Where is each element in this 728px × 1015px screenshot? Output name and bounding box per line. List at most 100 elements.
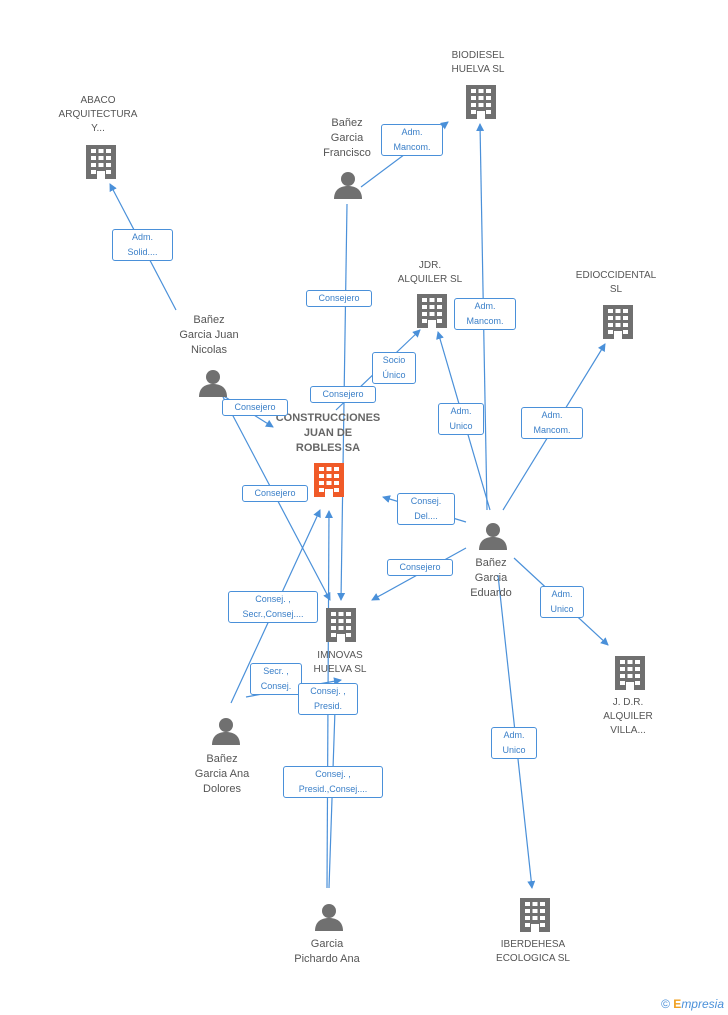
label-line: Eduardo: [470, 587, 512, 599]
edge-label-line: Mancom.: [466, 316, 504, 326]
label-line: HUELVA SL: [451, 64, 505, 75]
label-line: ALQUILER: [603, 711, 653, 722]
label-line: Y...: [91, 123, 105, 134]
building-icon[interactable]: [326, 608, 356, 647]
label-line: Garcia: [310, 938, 344, 950]
label-line: JUAN DE: [303, 427, 353, 439]
edge-label-line: Presid.: [313, 701, 342, 711]
edge-label-line: Presid.,Consej....: [298, 784, 368, 794]
edge-label-line: Consejero: [234, 402, 276, 412]
node-biodiesel-label[interactable]: BIODIESEL HUELVA SL: [428, 49, 528, 77]
label-line: ARQUITECTURA: [58, 109, 138, 120]
node-jdrvilla-label[interactable]: J. D.R. ALQUILER VILLA...: [578, 696, 678, 738]
building-icon[interactable]: [466, 85, 496, 124]
edge-label-line: Mancom.: [533, 425, 571, 435]
label-line: Bañez: [206, 753, 238, 765]
building-icon[interactable]: [520, 898, 550, 937]
label-line: Dolores: [203, 783, 241, 795]
node-edio-label[interactable]: EDIOCCIDENTAL SL: [566, 269, 666, 297]
edge-label[interactable]: Consej. , Secr.,Consej....: [228, 591, 318, 623]
edge-label[interactable]: Adm. Unico: [438, 403, 484, 435]
node-jnicolas-label[interactable]: Bañez Garcia Juan Nicolas: [159, 313, 259, 358]
label-line: Nicolas: [190, 344, 228, 356]
label-line: ALQUILER SL: [397, 274, 463, 285]
label-line: IBERDEHESA: [500, 939, 566, 950]
label-line: SL: [609, 284, 623, 295]
label-line: HUELVA SL: [313, 664, 367, 675]
edge-label-line: Adm.: [541, 410, 563, 420]
edge-label-line: Adm.: [474, 301, 496, 311]
edge-label[interactable]: Secr. , Consej.: [250, 663, 302, 695]
edge-label[interactable]: Consejero: [310, 386, 376, 403]
edge-label-line: Unico: [550, 604, 574, 614]
edge-label-line: Único: [382, 370, 406, 380]
node-iberdehesa-label[interactable]: IBERDEHESA ECOLOGICA SL: [483, 938, 583, 966]
label-line: ROBLES SA: [295, 442, 361, 454]
building-focus-icon[interactable]: [314, 463, 344, 502]
label-line: Francisco: [323, 147, 371, 159]
label-line: BIODIESEL: [451, 50, 505, 61]
edge-label[interactable]: Adm. Mancom.: [454, 298, 516, 330]
edge-label[interactable]: Consejero: [387, 559, 453, 576]
edge-label-line: Adm.: [401, 127, 423, 137]
person-icon[interactable]: [479, 522, 507, 555]
node-imnovas-label[interactable]: IMNOVAS HUELVA SL: [290, 649, 390, 677]
edge-label-line: Adm.: [503, 730, 525, 740]
label-line: Garcia: [474, 572, 508, 584]
label-line: Garcia Juan: [179, 329, 239, 341]
building-icon[interactable]: [86, 145, 116, 184]
person-icon[interactable]: [199, 369, 227, 402]
edge-label[interactable]: Consejero: [242, 485, 308, 502]
node-fbanez-label[interactable]: Bañez Garcia Francisco: [297, 116, 397, 161]
edge-label[interactable]: Adm. Solid....: [112, 229, 173, 261]
node-pichardo-label[interactable]: Garcia Pichardo Ana: [277, 937, 377, 967]
building-icon[interactable]: [615, 656, 645, 695]
edge-label[interactable]: Consej. , Presid.,Consej....: [283, 766, 383, 798]
edge-label-line: Consej. ,: [310, 686, 346, 696]
edge-label-line: Consej.: [260, 681, 292, 691]
edge-label-line: Unico: [449, 421, 473, 431]
edge-label-line: Socio: [382, 355, 406, 365]
edge-label-line: Secr.,Consej....: [242, 609, 304, 619]
edge-label[interactable]: Consej. , Presid.: [298, 683, 358, 715]
label-line: IMNOVAS: [317, 650, 363, 661]
person-icon[interactable]: [334, 171, 362, 204]
edge-label-line: Del....: [414, 511, 438, 521]
edge-label[interactable]: Socio Único: [372, 352, 416, 384]
edge-label[interactable]: Adm. Mancom.: [381, 124, 443, 156]
person-icon[interactable]: [212, 717, 240, 750]
label-line: Pichardo Ana: [294, 953, 360, 965]
edge-label[interactable]: Adm. Mancom.: [521, 407, 583, 439]
edge-label[interactable]: Consejero: [222, 399, 288, 416]
label-line: Garcia Ana: [194, 768, 250, 780]
brand-name: mpresia: [681, 997, 724, 1011]
label-line: VILLA...: [610, 725, 646, 736]
edge-label[interactable]: Adm. Unico: [540, 586, 584, 618]
edge-label-line: Adm.: [450, 406, 472, 416]
edge-label-line: Consejero: [254, 488, 296, 498]
footer-brand[interactable]: © Empresia: [661, 997, 724, 1011]
label-line: Bañez: [475, 557, 507, 569]
label-line: Bañez: [331, 117, 363, 129]
node-eduardo-label[interactable]: Bañez Garcia Eduardo: [441, 556, 541, 601]
node-anadolores-label[interactable]: Bañez Garcia Ana Dolores: [172, 752, 272, 797]
edge-label-line: Adm.: [131, 232, 153, 242]
label-line: ECOLOGICA SL: [496, 953, 570, 964]
edge-label[interactable]: Consejero: [306, 290, 372, 307]
label-line: Garcia: [330, 132, 364, 144]
person-icon[interactable]: [315, 903, 343, 936]
edge-label[interactable]: Consej. Del....: [397, 493, 455, 525]
edge-label-line: Consej. ,: [255, 594, 291, 604]
node-abaco-label[interactable]: ABACO ARQUITECTURA Y...: [48, 94, 148, 136]
edge-label-line: Adm.: [551, 589, 573, 599]
building-icon[interactable]: [417, 294, 447, 333]
edge-label-line: Unico: [502, 745, 526, 755]
edge-label-line: Solid....: [127, 247, 158, 257]
copyright-icon: ©: [661, 997, 670, 1011]
node-construcciones-label[interactable]: CONSTRUCCIONES JUAN DE ROBLES SA: [268, 411, 388, 456]
node-jdr-label[interactable]: JDR. ALQUILER SL: [380, 259, 480, 287]
building-icon[interactable]: [603, 305, 633, 344]
edge-label[interactable]: Adm. Unico: [491, 727, 537, 759]
label-line: Bañez: [193, 314, 225, 326]
